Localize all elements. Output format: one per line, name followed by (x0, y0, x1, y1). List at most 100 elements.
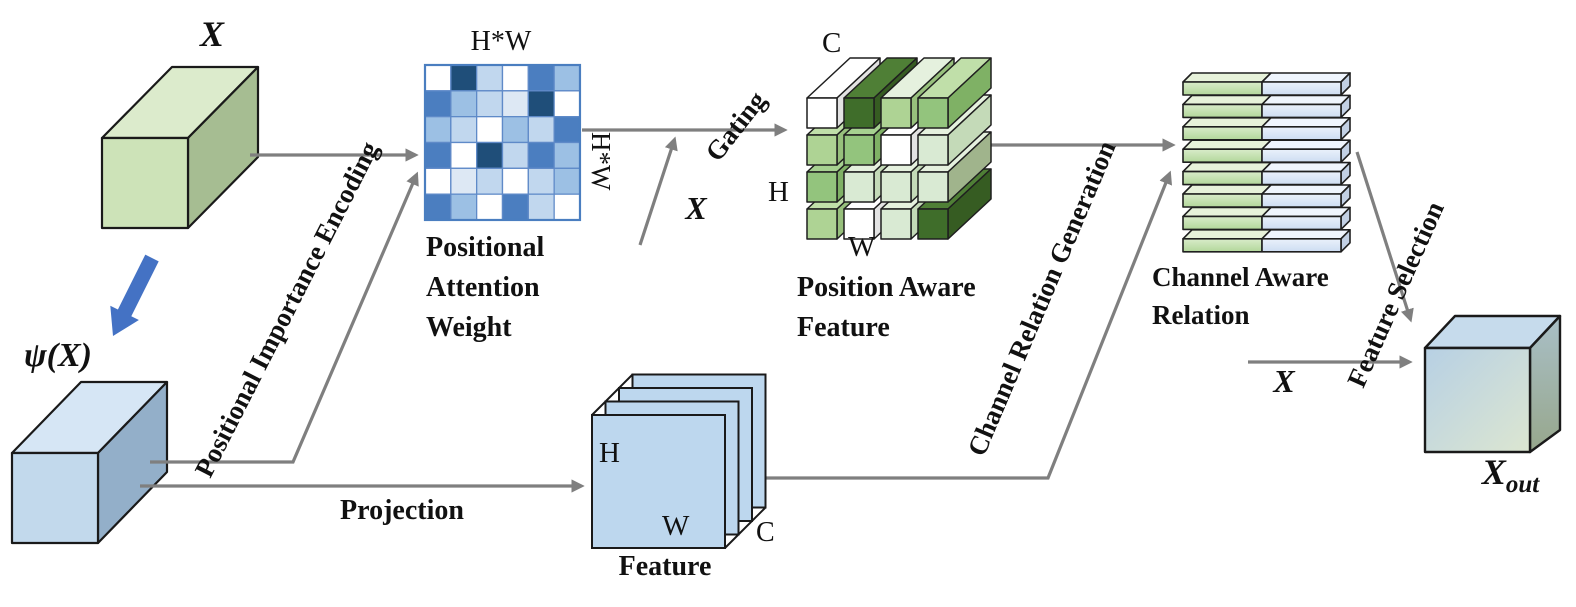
stack-bar-green (1182, 148, 1263, 163)
paf-cube-front (843, 208, 875, 240)
edge-feature-to-stack (766, 170, 1173, 480)
feature-slabs (591, 373, 767, 549)
paf-cube-front (843, 97, 875, 129)
paf-cube-front (843, 134, 875, 166)
matrix-cell (501, 167, 529, 195)
stack-bar-top-green (1182, 184, 1272, 195)
stack-bar-top-blue (1261, 206, 1351, 218)
matrix-cell (450, 116, 478, 144)
stack-bar-top-green (1182, 94, 1272, 106)
matrix-cell (527, 141, 555, 169)
matrix-cell (553, 90, 581, 118)
stack-bar-top-green (1182, 161, 1272, 173)
matrix-cell (450, 193, 478, 221)
stack-bar-green (1182, 103, 1263, 119)
stack-bar-green (1182, 193, 1263, 208)
matrix-cell (553, 167, 581, 195)
attention-top-dim-label: H*W (470, 26, 532, 57)
paf-cube-front (806, 171, 838, 203)
matrix-cell (424, 64, 452, 92)
matrix-cell (501, 193, 529, 221)
stack-bar-blue (1261, 103, 1342, 119)
stack-bar-top-green (1182, 139, 1272, 150)
stack-bar-top-blue (1261, 72, 1351, 83)
matrix-cell (501, 64, 529, 92)
paf-dim-c-label: C (822, 27, 842, 59)
matrix-cell (450, 64, 478, 92)
paf-cube-front (806, 134, 838, 166)
paf-cube-front (806, 97, 838, 129)
matrix-cell (424, 167, 452, 195)
feature-slab-edge (724, 506, 767, 549)
edge-psi-to-attention (150, 171, 419, 464)
matrix-cell (527, 116, 555, 144)
matrix-border (423, 63, 582, 222)
attention-caption: Positional Attention Weight (426, 232, 545, 343)
matrix-cell (450, 141, 478, 169)
edge-stack-to-output (1355, 151, 1414, 323)
paf-cube-front (880, 208, 912, 240)
stack-bar-blue (1261, 148, 1342, 163)
matrix-cell (424, 193, 452, 221)
attention-side-dim-label: H*W (586, 132, 616, 191)
stack-caption: Channel Aware Relation (1152, 262, 1329, 330)
stack-bar-top-green (1182, 229, 1272, 240)
matrix-cell (527, 90, 555, 118)
feature-dim-h-label: H (599, 437, 620, 469)
stack-bar-top-blue (1261, 184, 1351, 195)
psi-transform-block-arrow (110, 254, 159, 336)
stack-bar-top-green (1182, 72, 1272, 83)
feature-dim-w-label: W (662, 510, 690, 542)
position-aware-feature-cubes (806, 57, 992, 240)
matrix-cell (527, 193, 555, 221)
positional-attention-weight-matrix (423, 63, 582, 222)
feature-caption: Feature (618, 551, 712, 582)
stack-bar-blue (1261, 126, 1342, 141)
paf-cube-front (917, 134, 949, 166)
matrix-cell (424, 116, 452, 144)
matrix-cell (501, 116, 529, 144)
gating-x-label: X (685, 190, 707, 226)
edge-label-projection: Projection (340, 495, 464, 526)
stack-bar-green (1182, 215, 1263, 231)
matrix-cell (476, 193, 504, 221)
paf-caption: Position Aware Feature (797, 272, 976, 343)
paf-cube-front (917, 97, 949, 129)
stack-bar-blue (1261, 81, 1342, 96)
stack-bar-green (1182, 126, 1263, 141)
matrix-cell (476, 167, 504, 195)
matrix-cell (553, 64, 581, 92)
channel-aware-relation-stack (1182, 72, 1351, 253)
matrix-cell (501, 141, 529, 169)
paf-cube-front (917, 171, 949, 203)
paf-dim-h-label: H (768, 176, 789, 208)
paf-dim-w-label: W (848, 231, 876, 263)
output-tensor-cube (1423, 314, 1562, 454)
feature-slab (591, 414, 726, 549)
matrix-cell (553, 116, 581, 144)
edge-x-into-gating (638, 136, 678, 246)
stack-bar-blue (1261, 193, 1342, 208)
matrix-cell (553, 141, 581, 169)
psi-tensor-cuboid (10, 380, 169, 545)
selection-x-label: X (1273, 363, 1295, 399)
input-tensor-label: X (199, 14, 224, 54)
stack-bar-top-green (1182, 206, 1272, 218)
matrix-cell (476, 64, 504, 92)
stack-bar-blue (1261, 215, 1342, 231)
feature-dim-c-label: C (756, 517, 775, 548)
matrix-cell (424, 141, 452, 169)
matrix-cell (476, 90, 504, 118)
feature-slab-edge (591, 373, 634, 416)
stack-bar-top-blue (1261, 139, 1351, 150)
stack-bar-green (1182, 238, 1263, 253)
paf-cube-front (917, 208, 949, 240)
matrix-cell (476, 141, 504, 169)
paf-cube-front (806, 208, 838, 240)
matrix-cell (501, 90, 529, 118)
stack-bar-top-blue (1261, 94, 1351, 106)
stack-bar-blue (1261, 238, 1342, 253)
psi-tensor-label: ψ(X) (23, 337, 93, 374)
